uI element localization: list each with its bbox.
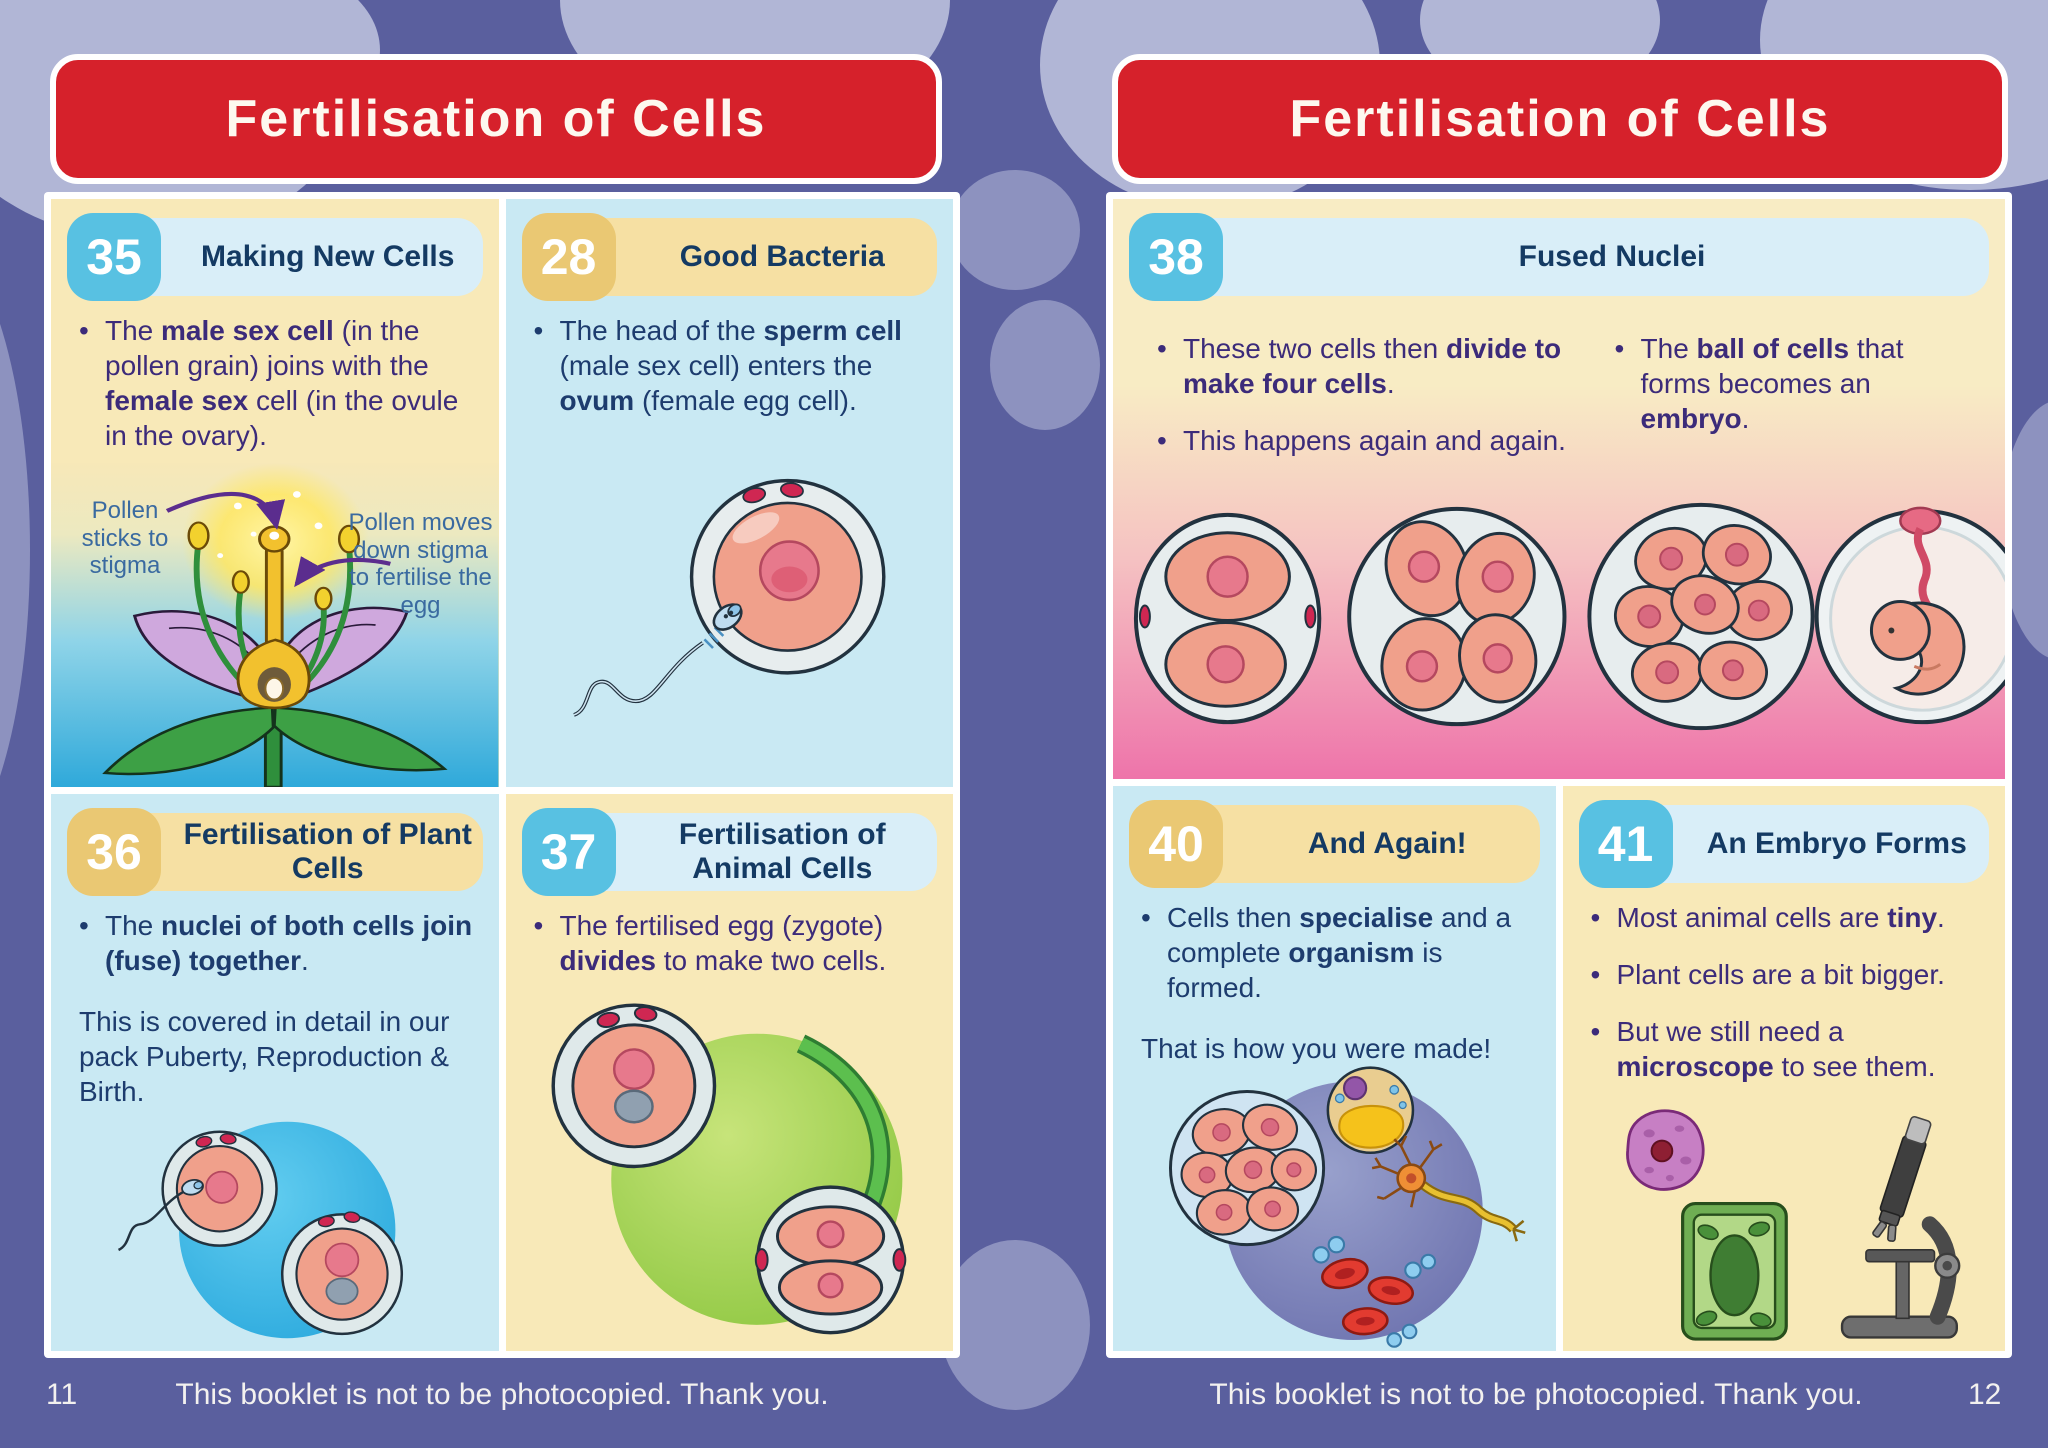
cloud-shape — [940, 1240, 1090, 1410]
card-37-header: 37 Fertilisation of Animal Cells — [521, 808, 937, 896]
embryo-development-illustration — [1113, 458, 2005, 779]
card-38-right-column: The ball of cells that forms becomes an … — [1587, 323, 1995, 458]
card-35-bullet: The male sex cell (in the pollen grain) … — [73, 313, 481, 453]
card-38-bullet-3: The ball of cells that forms becomes an … — [1609, 331, 1971, 436]
page-title: Fertilisation of Cells — [1289, 90, 1831, 148]
card-38-left-column: These two cells then divide to make four… — [1129, 323, 1587, 458]
card-28-number-badge: 28 — [521, 213, 616, 301]
card-37-title: Fertilisation of Animal Cells — [579, 813, 937, 891]
card-37-number-badge: 37 — [521, 808, 616, 896]
plant-fertilisation-drawing — [117, 1121, 404, 1339]
card-36-bullet: The nuclei of both cells join (fuse) tog… — [73, 908, 481, 978]
card-40-header: 40 And Again! — [1129, 800, 1540, 888]
specialised-cells-drawing — [1168, 1066, 1526, 1348]
card-28-good-bacteria: 28 Good Bacteria The head of the sperm c… — [505, 199, 954, 787]
card-36-header: 36 Fertilisation of Plant Cells — [67, 808, 483, 896]
card-36-fertilisation-plant-cells: 36 Fertilisation of Plant Cells The nucl… — [51, 794, 499, 1351]
fusing-nuclei-illustration — [51, 1109, 499, 1351]
card-38-bullet-2: This happens again and again. — [1151, 423, 1569, 458]
card-40-number-badge: 40 — [1129, 800, 1223, 888]
card-36-number-badge: 36 — [67, 808, 161, 896]
card-40-title: And Again! — [1187, 805, 1540, 883]
flower-illustration: Pollen sticks to stigma Pollen moves dow… — [51, 463, 499, 787]
card-37-bullet: The fertilised egg (zygote) divides to m… — [528, 908, 936, 978]
card-41-bullet-2: Plant cells are a bit bigger. — [1585, 957, 1988, 992]
card-40-paragraph: That is how you were made! — [1141, 1033, 1492, 1064]
left-page-number: 11 — [46, 1378, 78, 1411]
card-28-bullet: The head of the sperm cell (male sex cel… — [528, 313, 936, 418]
cloud-shape — [0, 240, 30, 860]
card-38-bullet-1: These two cells then divide to make four… — [1151, 331, 1569, 401]
card-38-text-columns: These two cells then divide to make four… — [1129, 323, 1995, 458]
card-38-fused-nuclei: 38 Fused Nuclei These two cells then div… — [1113, 199, 2005, 779]
card-41-title: An Embryo Forms — [1636, 805, 1989, 883]
card-41-header: 41 An Embryo Forms — [1578, 800, 1989, 888]
card-35-title: Making New Cells — [125, 218, 483, 296]
card-28-title: Good Bacteria — [579, 218, 937, 296]
right-page: 38 Fused Nuclei These two cells then div… — [1106, 192, 2012, 1358]
card-37-fertilisation-animal-cells: 37 Fertilisation of Animal Cells The fer… — [505, 794, 954, 1351]
card-40-bullet: Cells then specialise and a complete org… — [1135, 900, 1538, 1005]
cell-division-stages-drawing — [1133, 502, 2005, 731]
left-page-title-banner: Fertilisation of Cells — [50, 54, 942, 184]
card-36-paragraph: This is covered in detail in our pack Pu… — [79, 1006, 450, 1107]
card-36-title: Fertilisation of Plant Cells — [125, 813, 483, 891]
sperm-enters-ovum-illustration — [506, 418, 954, 787]
card-41-number-badge: 41 — [1578, 800, 1673, 888]
left-page-footer: This booklet is not to be photocopied. T… — [175, 1378, 829, 1411]
card-38-title: Fused Nuclei — [1187, 218, 1989, 296]
card-41-bullet-3: But we still need a microscope to see th… — [1585, 1014, 1988, 1084]
right-page-number: 12 — [1968, 1378, 2002, 1411]
card-38-header: 38 Fused Nuclei — [1129, 213, 1989, 301]
card-41-bullet-1: Most animal cells are tiny. — [1585, 900, 1988, 935]
card-28-header: 28 Good Bacteria — [521, 213, 937, 301]
right-page-footer: This booklet is not to be photocopied. T… — [1209, 1378, 1863, 1411]
cloud-shape — [950, 170, 1080, 290]
cells-and-microscope-illustration — [1563, 1084, 2006, 1351]
zygote-divides-drawing — [550, 1003, 906, 1335]
cells-and-microscope-drawing — [1625, 1109, 1960, 1341]
card-35-header: 35 Making New Cells — [67, 213, 483, 301]
right-page-title-banner: Fertilisation of Cells — [1112, 54, 2008, 184]
specialised-cells-illustration — [1113, 1066, 1556, 1351]
cloud-shape — [990, 300, 1100, 430]
card-35-making-new-cells: 35 Making New Cells The male sex cell (i… — [51, 199, 499, 787]
zygote-division-illustration — [506, 978, 954, 1351]
flower-label-pollen-moves: Pollen moves down stigma to fertilise th… — [348, 509, 493, 619]
left-page: 35 Making New Cells The male sex cell (i… — [44, 192, 960, 1358]
card-40-and-again: 40 And Again! Cells then specialise and … — [1113, 786, 1556, 1351]
card-38-number-badge: 38 — [1129, 213, 1223, 301]
flower-cross-section-drawing — [51, 463, 499, 787]
page-title: Fertilisation of Cells — [225, 90, 767, 148]
card-35-number-badge: 35 — [67, 213, 161, 301]
card-41-an-embryo-forms: 41 An Embryo Forms Most animal cells are… — [1562, 786, 2006, 1351]
flower-label-pollen-sticks: Pollen sticks to stigma — [81, 497, 169, 580]
sperm-and-ovum-drawing — [572, 478, 886, 717]
